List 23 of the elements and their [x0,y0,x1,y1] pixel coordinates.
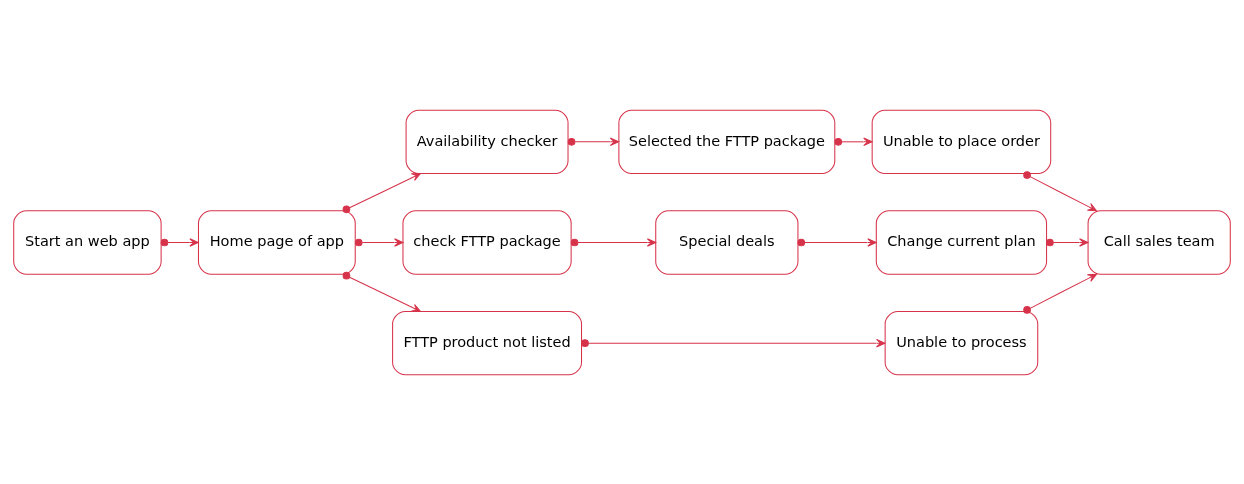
arrow [160,237,199,247]
node-box: check FTTP package [402,209,572,275]
arrow [1023,170,1097,211]
node-box: Special deals [655,209,799,275]
node-box: Start an web app [13,209,162,275]
arrow [1023,273,1097,314]
node-box: Unable to place order [871,109,1052,174]
arrow [1046,237,1089,247]
arrow [797,237,877,247]
node-box: FTTP product not listed [392,310,583,375]
arrow [354,237,404,247]
arrow [834,137,873,146]
arrow [570,237,657,247]
arrow [342,172,421,213]
arrow [581,338,886,347]
node-box: Call sales team [1087,209,1231,275]
arrow [567,137,620,146]
node-box: Selected the FTTP package [618,109,836,174]
node-box: Home page of app [197,209,356,275]
node-box: Unable to process [884,310,1039,375]
node-box: Change current plan [875,209,1048,275]
arrow [342,271,421,312]
node-box: Availability checker [405,109,569,174]
